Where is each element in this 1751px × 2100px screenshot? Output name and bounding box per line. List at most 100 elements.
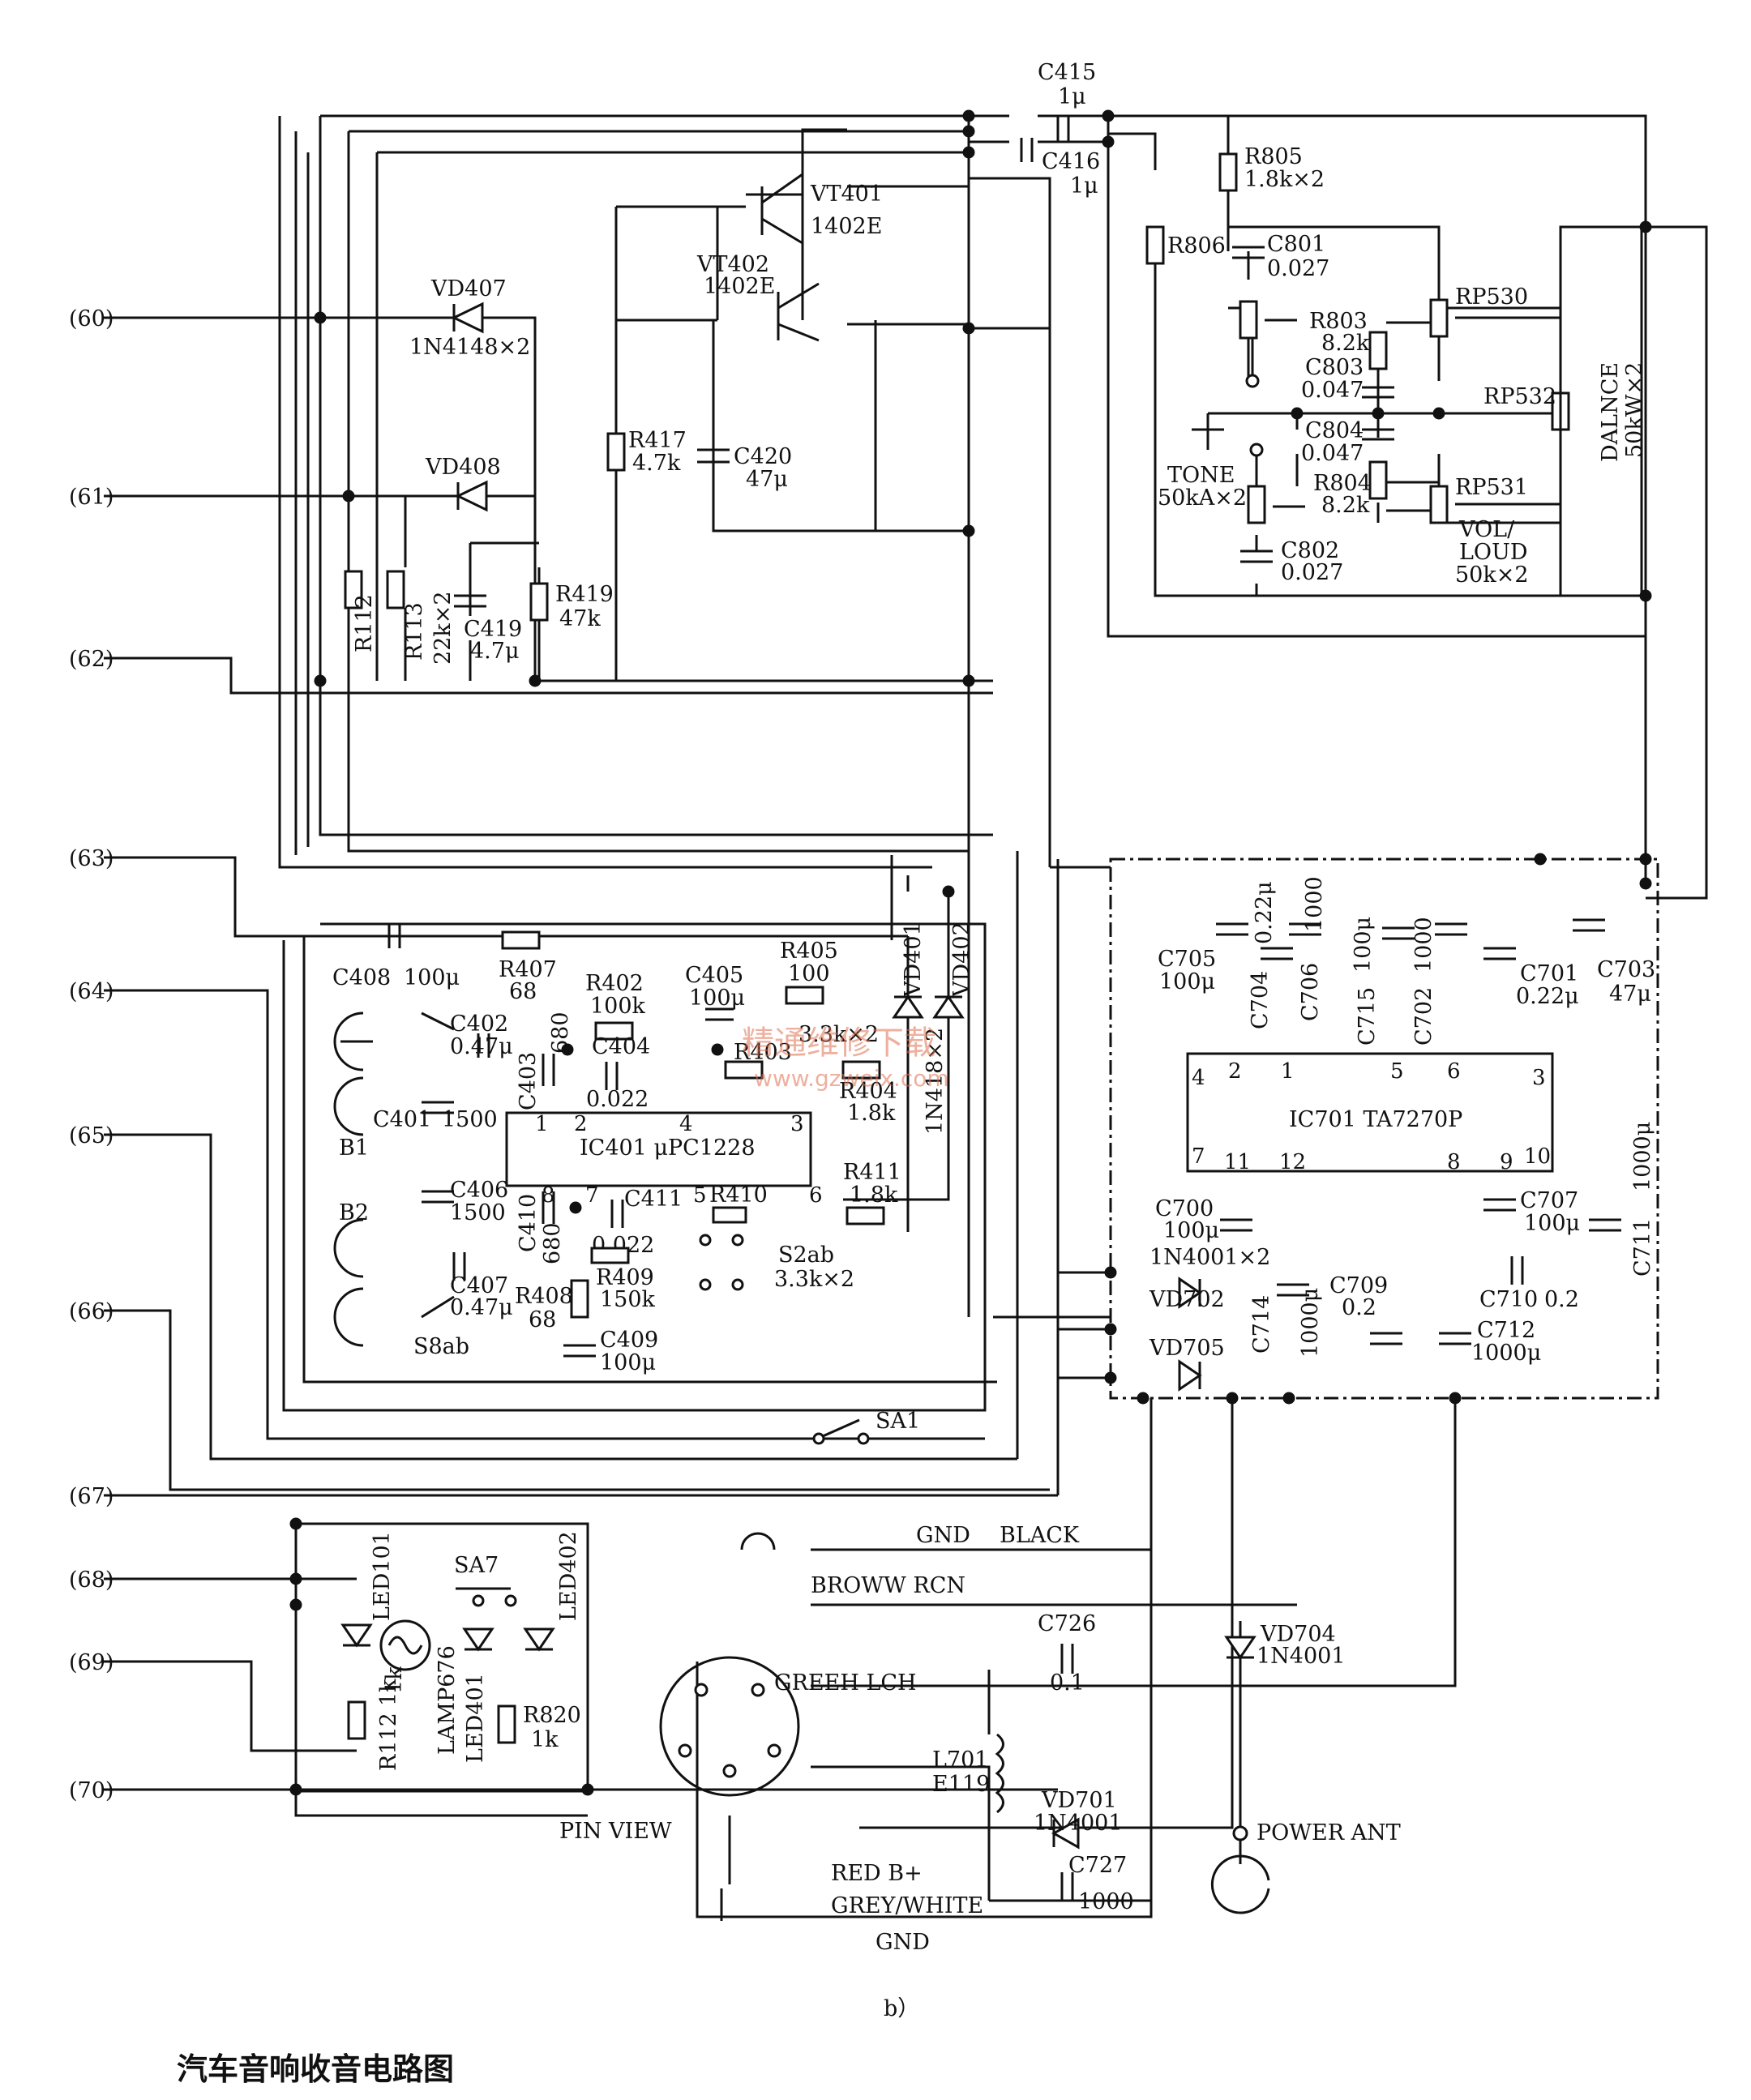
svg-text:L701: L701	[932, 1747, 988, 1773]
junction-dot	[581, 1783, 594, 1796]
svg-text:VD704: VD704	[1260, 1622, 1336, 1647]
potentiometer-tone-top	[1239, 300, 1297, 388]
svg-text:11: 11	[1224, 1150, 1251, 1174]
svg-text:LAMP676: LAMP676	[435, 1645, 460, 1755]
svg-text:8.2k: 8.2k	[1321, 331, 1370, 356]
svg-text:1N4001×2: 1N4001×2	[1149, 1245, 1270, 1270]
svg-text:7: 7	[1192, 1144, 1205, 1169]
resistor-r805: R805 1.8k×2	[1218, 144, 1325, 192]
diode-vd401: VD401	[892, 922, 926, 1019]
svg-text:S8ab: S8ab	[413, 1334, 469, 1359]
svg-text:SA1: SA1	[876, 1409, 920, 1434]
junction-dot	[1102, 135, 1115, 148]
svg-text:LED101: LED101	[370, 1531, 395, 1621]
capacitor-c701: C701 0.22μ	[1483, 947, 1579, 1009]
svg-text:VD705: VD705	[1149, 1336, 1225, 1361]
resistor-r804: R804 8.2k	[1313, 460, 1388, 518]
led401: LED401	[462, 1627, 494, 1763]
svg-text:R404: R404	[839, 1079, 897, 1104]
tape-head-b1-upper	[333, 1012, 373, 1071]
svg-text:R806: R806	[1167, 233, 1226, 259]
junction-dot	[289, 1572, 302, 1585]
svg-text:DALNCE: DALNCE	[1598, 362, 1623, 462]
svg-text:IC401 μPC1228: IC401 μPC1228	[580, 1136, 756, 1161]
svg-text:C700: C700	[1155, 1196, 1214, 1221]
resistor-r409: R409 150k	[590, 1247, 656, 1312]
svg-text:1000μ: 1000μ	[1630, 1122, 1655, 1191]
svg-text:1000μ: 1000μ	[1471, 1341, 1541, 1366]
svg-text:8: 8	[1447, 1150, 1461, 1174]
junction-dot	[289, 1783, 302, 1796]
svg-text:C704: C704	[1248, 971, 1273, 1029]
capacitor-c802: C802 0.027	[1240, 538, 1343, 585]
watermark-cn: 精通维修下载	[742, 1024, 936, 1062]
junction-dot	[1104, 1266, 1117, 1279]
svg-text:C408: C408	[332, 965, 391, 990]
svg-text:50k×2: 50k×2	[1455, 562, 1529, 588]
diode-vd705: VD705	[1149, 1336, 1225, 1392]
svg-text:C801: C801	[1267, 232, 1325, 257]
tape-head-b2-upper: B2	[333, 1200, 369, 1278]
svg-text:1402E: 1402E	[704, 274, 775, 299]
svg-text:1000: 1000	[1078, 1889, 1134, 1914]
svg-text:LED402: LED402	[556, 1531, 581, 1621]
capacitor-c801: C801 0.027	[1232, 232, 1329, 281]
svg-text:1μ: 1μ	[1070, 173, 1098, 199]
svg-text:R403: R403	[734, 1040, 792, 1065]
resistor-r404: R404 1.8k	[839, 1060, 897, 1126]
grey-white-label: GREY/WHITE	[831, 1893, 983, 1918]
svg-text:68: 68	[529, 1307, 556, 1332]
svg-text:B1: B1	[339, 1136, 369, 1161]
capacitor-c709: C709 0.2	[1329, 1273, 1402, 1345]
junction-dot	[561, 1043, 574, 1056]
resistor-r806: R806	[1145, 225, 1226, 265]
svg-text:0.22μ: 0.22μ	[1516, 984, 1579, 1009]
svg-text:1μ: 1μ	[1058, 84, 1086, 109]
svg-text:1N4148×2: 1N4148×2	[409, 335, 530, 360]
svg-text:C416: C416	[1042, 149, 1100, 174]
svg-text:3: 3	[790, 1112, 804, 1136]
junction-dot	[1639, 853, 1652, 866]
diode-vd702: VD702	[1149, 1277, 1225, 1312]
svg-text:1: 1	[535, 1112, 549, 1136]
capacitor-c409: C409 100μ	[563, 1328, 658, 1375]
svg-text:R409: R409	[596, 1265, 654, 1290]
svg-text:1.8k: 1.8k	[850, 1183, 898, 1208]
resistor-r803: R803 8.2k	[1309, 309, 1388, 370]
connector-66: (66)	[69, 1299, 113, 1324]
resistor-r405: R405 100	[780, 939, 838, 1005]
junction-dot	[1137, 1392, 1149, 1405]
svg-text:VD401: VD401	[901, 922, 926, 998]
svg-text:LOUD: LOUD	[1459, 540, 1527, 565]
svg-text:C409: C409	[600, 1328, 658, 1353]
tape-head-b2-lower	[333, 1287, 364, 1347]
potentiometer-rp531: RP531 VOL/ LOUD 50k×2	[1429, 475, 1560, 588]
svg-text:POWER ANT: POWER ANT	[1257, 1820, 1401, 1846]
svg-text:IC701 TA7270P: IC701 TA7270P	[1289, 1107, 1462, 1132]
svg-text:C710: C710	[1479, 1287, 1538, 1312]
capacitor-c803: C803 0.047	[1301, 355, 1394, 403]
connector-69: (69)	[69, 1650, 113, 1675]
connector-65: (65)	[69, 1123, 113, 1148]
svg-text:100μ: 100μ	[600, 1350, 656, 1375]
svg-text:C402: C402	[450, 1012, 508, 1037]
resistor-r410: R410	[709, 1183, 768, 1224]
capacitor-c706: C706 1000	[1289, 876, 1327, 1021]
svg-text:C803: C803	[1305, 355, 1364, 380]
capacitor-c712: C712 1000μ	[1439, 1318, 1541, 1366]
svg-text:1402E: 1402E	[811, 214, 882, 239]
svg-text:1: 1	[1281, 1059, 1295, 1084]
junction-dot	[962, 109, 975, 122]
led101: LED101	[340, 1531, 395, 1648]
gnd-label: GND	[876, 1930, 930, 1955]
subfigure-label: b）	[884, 1996, 919, 2021]
svg-text:C804: C804	[1305, 418, 1364, 443]
capacitor-c727: C727 1000	[1060, 1853, 1134, 1914]
svg-text:C701: C701	[1520, 961, 1578, 986]
svg-text:5: 5	[1390, 1059, 1404, 1084]
svg-text:0.047: 0.047	[1301, 378, 1364, 403]
brown-rch-label: BROWW RCN	[811, 1573, 965, 1598]
svg-text:GND: GND	[916, 1523, 970, 1548]
svg-text:100μ: 100μ	[689, 986, 745, 1011]
transistor-vt401: VT401 1402E	[760, 173, 883, 245]
